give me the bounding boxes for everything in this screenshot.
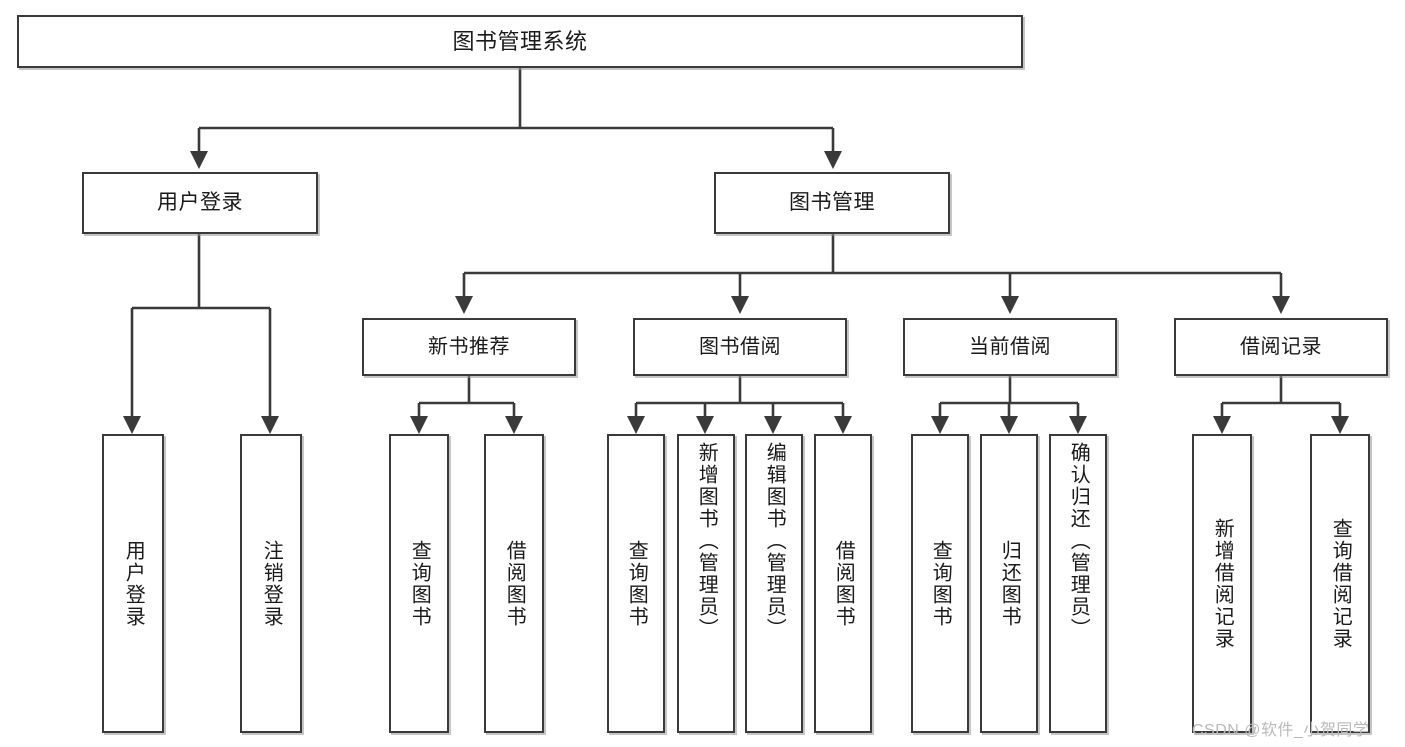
leaf-edit-book-admin[interactable]: 编辑图书（管理员） [745, 434, 803, 733]
leaf-query-book-borrow[interactable]: 查询图书 [607, 434, 665, 733]
leaf-query-book-recommend[interactable]: 查询图书 [389, 434, 449, 733]
leaf-user-login-label: 用户登录 [122, 539, 145, 628]
node-borrow-record-label: 借阅记录 [1240, 335, 1322, 358]
leaf-add-book-admin-label: 新增图书（管理员） [695, 442, 718, 640]
leaf-confirm-return-admin-label: 确认归还（管理员） [1067, 442, 1090, 640]
leaf-query-book-borrow-label: 查询图书 [625, 539, 648, 628]
leaf-query-book-recommend-label: 查询图书 [408, 539, 431, 628]
leaf-user-login[interactable]: 用户登录 [102, 434, 164, 733]
leaf-borrow-book-recommend[interactable]: 借阅图书 [484, 434, 544, 733]
node-user-login-label: 用户登录 [157, 190, 243, 214]
node-book-management-label: 图书管理 [789, 190, 875, 214]
node-book-borrow[interactable]: 图书借阅 [633, 318, 847, 376]
leaf-query-borrow-record[interactable]: 查询借阅记录 [1310, 434, 1370, 733]
leaf-logout[interactable]: 注销登录 [240, 434, 302, 733]
node-book-borrow-label: 图书借阅 [699, 335, 781, 358]
node-root-label: 图书管理系统 [452, 28, 588, 54]
leaf-query-book-current[interactable]: 查询图书 [911, 434, 969, 733]
leaf-logout-label: 注销登录 [260, 539, 283, 628]
leaf-add-borrow-record-label: 新增借阅记录 [1211, 517, 1234, 650]
node-current-borrow[interactable]: 当前借阅 [903, 318, 1117, 376]
leaf-query-borrow-record-label: 查询借阅记录 [1329, 517, 1352, 650]
node-user-login[interactable]: 用户登录 [82, 172, 318, 234]
leaf-confirm-return-admin[interactable]: 确认归还（管理员） [1049, 434, 1107, 733]
node-borrow-record[interactable]: 借阅记录 [1174, 318, 1388, 376]
leaf-return-book[interactable]: 归还图书 [980, 434, 1038, 733]
leaf-add-book-admin[interactable]: 新增图书（管理员） [677, 434, 735, 733]
leaf-return-book-label: 归还图书 [998, 539, 1021, 628]
node-new-book-recommend[interactable]: 新书推荐 [362, 318, 576, 376]
csdn-watermark: CSDN @软件_小贺同学 [1192, 722, 1370, 739]
node-book-management[interactable]: 图书管理 [714, 172, 950, 234]
leaf-edit-book-admin-label: 编辑图书（管理员） [763, 442, 786, 640]
leaf-borrow-book[interactable]: 借阅图书 [814, 434, 872, 733]
leaf-borrow-book-label: 借阅图书 [832, 539, 855, 628]
node-new-book-recommend-label: 新书推荐 [428, 335, 510, 358]
leaf-query-book-current-label: 查询图书 [929, 539, 952, 628]
leaf-add-borrow-record[interactable]: 新增借阅记录 [1192, 434, 1252, 733]
node-current-borrow-label: 当前借阅 [969, 335, 1051, 358]
node-root[interactable]: 图书管理系统 [17, 15, 1023, 68]
leaf-borrow-book-recommend-label: 借阅图书 [503, 539, 526, 628]
